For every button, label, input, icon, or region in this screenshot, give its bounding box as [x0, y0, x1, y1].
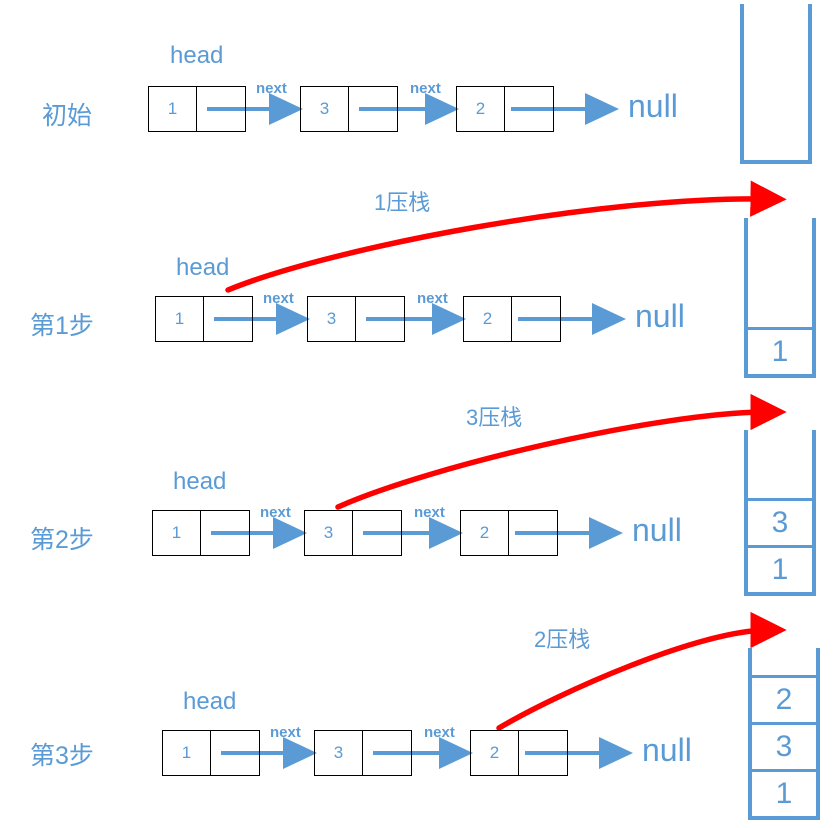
- stack-row1: [740, 4, 812, 164]
- list-node-row4-2: 2: [470, 730, 568, 776]
- node-pointer-cell: [204, 297, 252, 341]
- node-pointer-cell: [201, 511, 249, 555]
- node-value: 2: [464, 297, 512, 341]
- push-curve-step2: [335, 393, 787, 510]
- head-label-row3: head: [173, 468, 227, 495]
- list-node-row1-0: 1: [148, 86, 246, 132]
- next-label-row3-1: next: [414, 504, 445, 521]
- list-node-row4-0: 1: [162, 730, 260, 776]
- push-curve-step1: [225, 180, 787, 293]
- node-value: 1: [156, 297, 204, 341]
- node-value: 1: [153, 511, 201, 555]
- node-pointer-cell: [353, 511, 401, 555]
- next-label-row3-0: next: [260, 504, 291, 521]
- next-label-row1-0: next: [256, 80, 287, 97]
- node-pointer-cell: [505, 87, 553, 131]
- list-node-row3-0: 1: [152, 510, 250, 556]
- node-pointer-cell: [211, 731, 259, 775]
- node-pointer-cell: [509, 511, 557, 555]
- head-label-row2: head: [176, 254, 230, 281]
- row-label-initial: 初始: [42, 102, 93, 130]
- list-node-row1-2: 2: [456, 86, 554, 132]
- node-value: 3: [301, 87, 349, 131]
- node-value: 3: [315, 731, 363, 775]
- push-label-step2: 3压栈: [466, 405, 523, 430]
- stack-cell: 3: [748, 498, 812, 545]
- next-label-row2-0: next: [263, 290, 294, 307]
- stack-cell: 1: [748, 327, 812, 374]
- stack-row2: 1: [744, 218, 816, 378]
- head-label-row4: head: [183, 688, 237, 715]
- stack-row4: 2 3 1: [748, 648, 820, 820]
- list-node-row2-2: 2: [463, 296, 561, 342]
- node-pointer-cell: [519, 731, 567, 775]
- null-label-row3: null: [632, 512, 682, 548]
- next-label-row4-0: next: [270, 724, 301, 741]
- list-node-row4-1: 3: [314, 730, 412, 776]
- list-node-row2-0: 1: [155, 296, 253, 342]
- node-value: 3: [305, 511, 353, 555]
- row-label-step3: 第3步: [30, 742, 94, 770]
- push-label-step1: 1压栈: [374, 190, 431, 215]
- list-node-row2-1: 3: [307, 296, 405, 342]
- node-pointer-cell: [512, 297, 560, 341]
- row-label-step1: 第1步: [30, 312, 94, 340]
- node-pointer-cell: [363, 731, 411, 775]
- push-label-step3: 2压栈: [534, 627, 591, 652]
- stack-cell: 3: [752, 722, 816, 769]
- list-node-row3-2: 2: [460, 510, 558, 556]
- next-label-row2-1: next: [417, 290, 448, 307]
- stack-cell: 1: [748, 545, 812, 592]
- node-value: 3: [308, 297, 356, 341]
- next-label-row4-1: next: [424, 724, 455, 741]
- node-pointer-cell: [356, 297, 404, 341]
- node-value: 2: [457, 87, 505, 131]
- node-value: 1: [163, 731, 211, 775]
- row-label-step2: 第2步: [30, 526, 94, 554]
- list-node-row1-1: 3: [300, 86, 398, 132]
- stack-cell: 2: [752, 675, 816, 722]
- next-label-row1-1: next: [410, 80, 441, 97]
- stack-row3: 3 1: [744, 430, 816, 596]
- node-value: 1: [149, 87, 197, 131]
- null-label-row2: null: [635, 298, 685, 334]
- node-value: 2: [461, 511, 509, 555]
- null-label-row4: null: [642, 732, 692, 768]
- list-node-row3-1: 3: [304, 510, 402, 556]
- node-pointer-cell: [349, 87, 397, 131]
- node-pointer-cell: [197, 87, 245, 131]
- stack-cell: 1: [752, 769, 816, 816]
- node-value: 2: [471, 731, 519, 775]
- null-label-row1: null: [628, 88, 678, 124]
- head-label-row1: head: [170, 42, 224, 69]
